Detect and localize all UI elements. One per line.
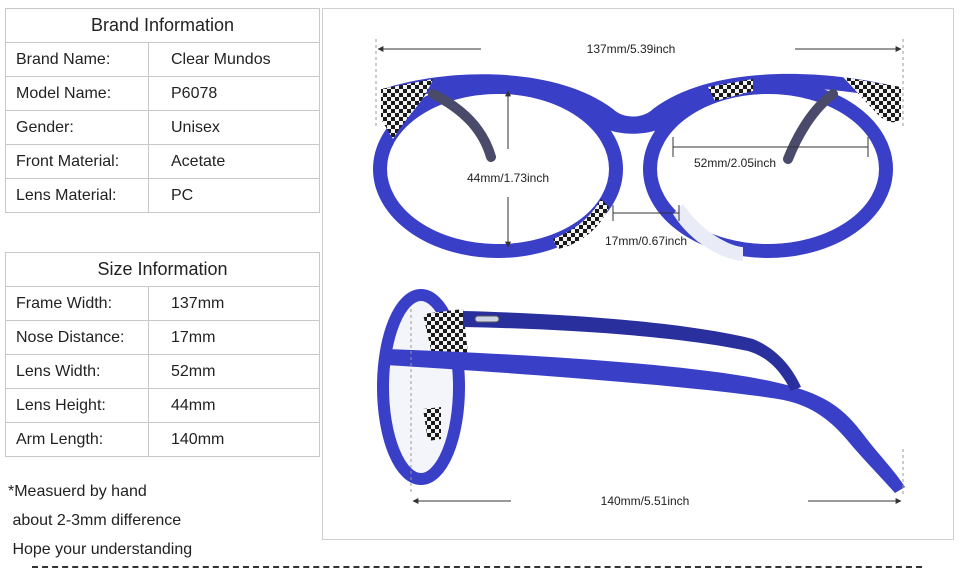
- nose-distance-value: 17mm: [148, 320, 320, 355]
- size-information-table: Size Information Frame Width:137mm Nose …: [5, 252, 320, 457]
- right-lens-rim: [643, 80, 893, 258]
- lens-width-text: 52mm/2.05inch: [694, 156, 776, 170]
- lens-height-value: 44mm: [148, 388, 320, 423]
- right-lens: [658, 94, 878, 244]
- note-understanding: Hope your understanding: [8, 541, 193, 558]
- table-row: Front Material:Acetate: [5, 144, 320, 179]
- left-lens: [388, 94, 608, 244]
- left-temple-shadow: [428, 89, 496, 162]
- hinge: [474, 315, 500, 323]
- brand-information-table: Brand Information Brand Name:Clear Mundo…: [5, 8, 320, 213]
- table-row: Lens Height:44mm: [5, 388, 320, 423]
- glasses-diagram: 137mm/5.39inch 44mm/1.73inch 52mm/2.05in…: [373, 39, 905, 508]
- lens-material-value: PC: [148, 178, 320, 213]
- frame-width-value: 137mm: [148, 286, 320, 321]
- lens-height-label: Lens Height:: [5, 388, 149, 423]
- size-information-title: Size Information: [5, 252, 320, 287]
- side-view: [377, 289, 905, 493]
- temple-arm: [385, 349, 905, 493]
- table-row: Arm Length:140mm: [5, 422, 320, 457]
- right-pattern-corner: [843, 77, 901, 123]
- lens-width-value: 52mm: [148, 354, 320, 389]
- note-difference: about 2-3mm difference: [8, 512, 182, 529]
- table-row: Model Name:P6078: [5, 76, 320, 111]
- right-pattern-top: [708, 79, 753, 101]
- lens-width-label: Lens Width:: [5, 354, 149, 389]
- arm-length-text: 140mm/5.51inch: [601, 494, 690, 508]
- left-pattern-corner: [381, 79, 433, 139]
- glasses-diagram-panel: 137mm/5.39inch 44mm/1.73inch 52mm/2.05in…: [322, 8, 954, 540]
- left-pattern-bottom: [553, 199, 609, 249]
- table-row: Frame Width:137mm: [5, 286, 320, 321]
- model-name-label: Model Name:: [5, 76, 149, 111]
- arm-length-dimension: 140mm/5.51inch: [410, 309, 904, 508]
- brand-information-title: Brand Information: [5, 8, 320, 43]
- nose-distance-label: Nose Distance:: [5, 320, 149, 355]
- arm-length-value: 140mm: [148, 422, 320, 457]
- model-name-value: P6078: [148, 76, 320, 111]
- table-row: Lens Material:PC: [5, 178, 320, 213]
- dashed-divider: [32, 566, 922, 568]
- lens-material-label: Lens Material:: [5, 178, 149, 213]
- nose-distance-dimension: 17mm/0.67inch: [605, 205, 687, 248]
- brand-name-value: Clear Mundos: [148, 42, 320, 77]
- table-row: Lens Width:52mm: [5, 354, 320, 389]
- side-pattern-lower: [423, 407, 441, 441]
- table-row: Nose Distance:17mm: [5, 320, 320, 355]
- right-clear-section: [673, 204, 743, 261]
- brand-name-label: Brand Name:: [5, 42, 149, 77]
- arm-length-label: Arm Length:: [5, 422, 149, 457]
- table-row: Gender:Unisex: [5, 110, 320, 145]
- lens-width-dimension: 52mm/2.05inch: [672, 137, 869, 170]
- frame-width-dimension: 137mm/5.39inch: [375, 39, 904, 129]
- left-lens-rim: [373, 80, 623, 258]
- right-temple-shadow: [783, 89, 838, 164]
- lens-height-dimension: 44mm/1.73inch: [467, 90, 549, 248]
- front-material-value: Acetate: [148, 144, 320, 179]
- note-measured-by-hand: *Measuerd by hand: [8, 483, 147, 500]
- side-pattern: [423, 309, 468, 359]
- lens-height-text: 44mm/1.73inch: [467, 171, 549, 185]
- frame-width-label: Frame Width:: [5, 286, 149, 321]
- front-view: [373, 73, 901, 261]
- table-row: Brand Name:Clear Mundos: [5, 42, 320, 77]
- gender-value: Unisex: [148, 110, 320, 145]
- nose-distance-text: 17mm/0.67inch: [605, 234, 687, 248]
- front-material-label: Front Material:: [5, 144, 149, 179]
- gender-label: Gender:: [5, 110, 149, 145]
- frame-width-text: 137mm/5.39inch: [587, 42, 676, 56]
